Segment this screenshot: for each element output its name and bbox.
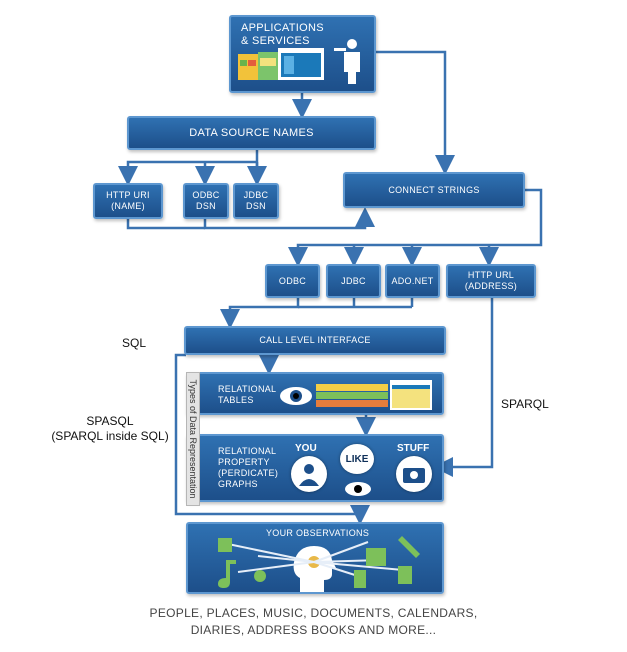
sparql-label: SPARQL — [501, 397, 549, 411]
stuff-bubble — [396, 456, 432, 492]
odbc-dsn-box: ODBC DSN — [183, 183, 229, 219]
spasql-label: SPASQL (SPARQL inside SQL) — [51, 414, 169, 443]
document-icon — [354, 570, 366, 588]
data-source-names-label: DATA SOURCE NAMES — [189, 126, 314, 139]
types-of-data-tab: Types of Data Representation — [186, 372, 200, 506]
types-of-data-label: Types of Data Representation — [188, 379, 198, 499]
http-url-label: HTTP URL (ADDRESS) — [464, 270, 518, 291]
relational-tables-label: RELATIONAL TABLES — [218, 384, 277, 405]
data-source-names-box: DATA SOURCE NAMES — [127, 116, 376, 150]
graph-eye-icon — [345, 482, 371, 496]
head-icon — [293, 546, 336, 592]
ado-net-box: ADO.NET — [385, 264, 440, 298]
web-apps-icon — [238, 48, 324, 80]
jdbc-dsn-label: JDBC DSN — [243, 190, 269, 211]
call-level-interface-label: CALL LEVEL INTERFACE — [259, 335, 371, 345]
you-bubble — [291, 456, 327, 492]
odbc-label: ODBC — [278, 275, 307, 286]
footer-line-2: DIARIES, ADDRESS BOOKS AND MORE... — [190, 623, 437, 637]
camera-icon — [403, 468, 425, 483]
sql-label: SQL — [122, 336, 147, 350]
waiter-icon — [334, 39, 360, 84]
calendar-icon — [366, 548, 386, 566]
table-icon — [316, 380, 432, 410]
observations-illustration — [218, 536, 420, 592]
http-uri-box: HTTP URI (NAME) — [93, 183, 163, 219]
music-note-icon — [218, 560, 236, 588]
person-icon — [299, 464, 319, 486]
connect-strings-label: CONNECT STRINGS — [388, 184, 480, 195]
footer-line-1: PEOPLE, PLACES, MUSIC, DOCUMENTS, CALEND… — [149, 606, 478, 620]
odbc-box: ODBC — [265, 264, 320, 298]
you-label: YOU — [295, 443, 317, 454]
applications-services-label: APPLICATIONS & SERVICES — [241, 22, 324, 47]
jdbc-label: JDBC — [341, 275, 366, 286]
stuff-label: STUFF — [397, 443, 430, 454]
your-observations-label: YOUR OBSERVATIONS — [266, 528, 370, 538]
ado-net-label: ADO.NET — [391, 275, 434, 286]
http-url-box: HTTP URL (ADDRESS) — [446, 264, 536, 298]
jdbc-dsn-box: JDBC DSN — [233, 183, 279, 219]
jdbc-box: JDBC — [326, 264, 381, 298]
http-uri-label: HTTP URI (NAME) — [106, 190, 150, 211]
like-label: LIKE — [345, 453, 369, 465]
connect-strings-box: CONNECT STRINGS — [343, 172, 525, 208]
chart-icon — [218, 538, 232, 552]
odbc-dsn-label: ODBC DSN — [192, 190, 220, 211]
like-bubble: LIKE — [340, 444, 374, 474]
eye-icon — [280, 387, 312, 405]
call-level-interface-box: CALL LEVEL INTERFACE — [184, 326, 446, 355]
pen-icon — [398, 536, 420, 558]
relational-graphs-label: RELATIONAL PROPERTY (PERDICATE) GRAPHS — [218, 446, 279, 489]
